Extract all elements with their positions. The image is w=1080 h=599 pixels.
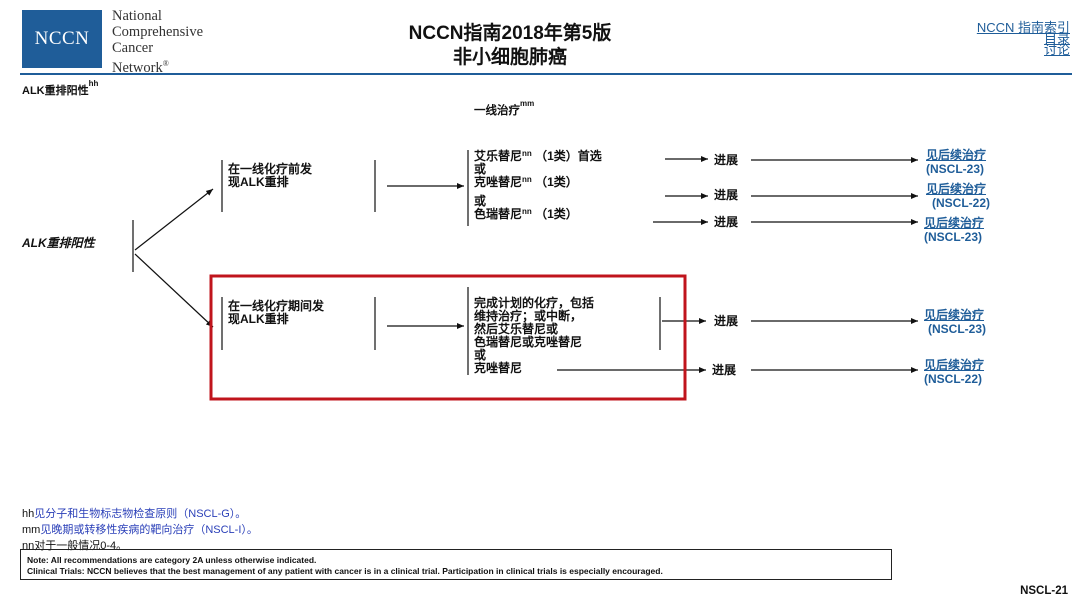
- root-node-alk-positive: ALK重排阳性: [22, 236, 95, 250]
- section-label: ALK重排阳性hh: [22, 79, 99, 97]
- note-box: Note: All recommendations are category 2…: [20, 549, 892, 580]
- column-header-first-line-therapy: 一线治疗mm: [474, 99, 535, 117]
- subsequent-therapy-link[interactable]: 见后续治疗(NSCL-23): [924, 308, 987, 336]
- highlight-box: [209, 274, 687, 401]
- subsequent-therapy-link[interactable]: 见后续治疗(NSCL-22): [924, 358, 985, 386]
- footnote-hh: hh见分子和生物标志物检查原则（NSCL-G）。: [22, 508, 247, 520]
- subsequent-therapy-link[interactable]: 见后续治疗(NSCL-22): [926, 182, 991, 210]
- progress-label: 进展: [712, 363, 737, 377]
- guideline-index-link[interactable]: NCCN 指南索引: [976, 20, 1070, 35]
- footnotes: hh见分子和生物标志物检查原则（NSCL-G）。 mm见晚期或转移性疾病的靶向治…: [22, 506, 258, 554]
- progress-label: 进展: [714, 153, 739, 167]
- branch1-condition: 在一线化疗前发 现ALK重排: [228, 162, 313, 189]
- header-rule: [20, 73, 1072, 75]
- discussion-link[interactable]: 讨论: [1043, 42, 1070, 57]
- logo-wordmark: National Comprehensive Cancer Network®: [112, 8, 204, 76]
- footnote-mm: mm见晚期或转移性疾病的靶向治疗（NSCL-I）。: [22, 524, 258, 536]
- page-title: NCCN指南2018年第5版 非小细胞肺癌: [408, 23, 612, 68]
- page-code: NSCL-21: [1020, 585, 1068, 597]
- branch2-options: 完成计划的化疗，包括 维持治疗；或中断， 然后艾乐替尼或 色瑞替尼或克唑替尼 或…: [474, 296, 595, 375]
- progress-label: 进展: [714, 314, 739, 328]
- progress-label: 进展: [714, 188, 739, 202]
- nccn-logo: NCCN: [22, 10, 102, 68]
- branch1-options: 艾乐替尼nn （1类）首选 或 克唑替尼nn （1类） 或 色瑞替尼nn （1类…: [474, 149, 602, 221]
- contents-link[interactable]: 目录: [1043, 31, 1070, 46]
- subsequent-therapy-link[interactable]: 见后续治疗(NSCL-23): [926, 148, 987, 176]
- subsequent-therapy-link[interactable]: 见后续治疗(NSCL-23): [924, 216, 985, 244]
- branch2-condition: 在一线化疗期间发 现ALK重排: [228, 299, 325, 326]
- top-nav-links: NCCN 指南索引 目录 讨论: [976, 20, 1070, 57]
- progress-label: 进展: [714, 215, 739, 229]
